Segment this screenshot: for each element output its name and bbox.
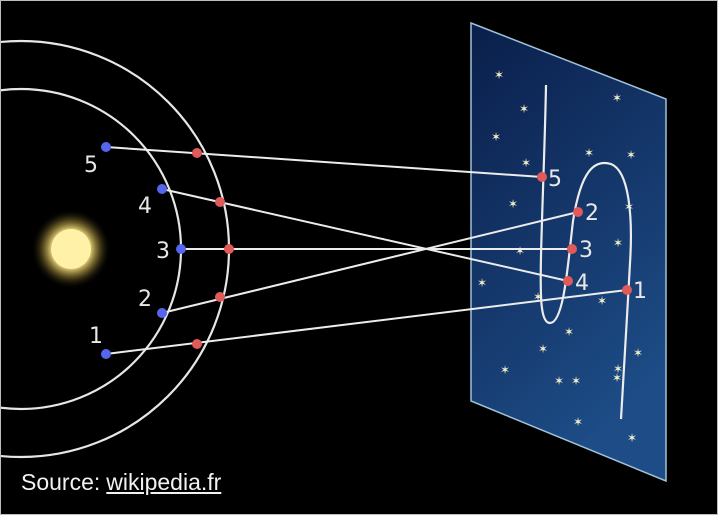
star: ✶ [521, 156, 531, 170]
earth-label-5: 5 [84, 153, 98, 178]
sky-label-5: 5 [548, 167, 562, 192]
sight-line-5 [105, 146, 543, 178]
star: ✶ [491, 130, 501, 144]
sun [51, 229, 91, 269]
star: ✶ [477, 276, 487, 290]
star: ✶ [554, 374, 564, 388]
star: ✶ [627, 431, 637, 445]
star: ✶ [633, 346, 643, 360]
source-link[interactable]: wikipedia.fr [106, 468, 222, 495]
sky-label-4: 4 [575, 271, 589, 296]
planet-point-4 [215, 197, 225, 207]
star: ✶ [571, 374, 581, 388]
sky-label-3: 3 [579, 238, 593, 263]
star: ✶ [597, 294, 607, 308]
sight-line-4 [161, 188, 569, 282]
earth-label-2: 2 [138, 287, 152, 312]
star: ✶ [538, 342, 548, 356]
earth-positions [101, 142, 186, 359]
earth-label-3: 3 [156, 239, 170, 264]
source-caption: Source: wikipedia.fr [9, 459, 271, 505]
planet-point-2 [215, 292, 225, 302]
sky-label-2: 2 [585, 201, 599, 226]
star: ✶ [613, 236, 623, 250]
star: ✶ [613, 362, 623, 376]
star: ✶ [533, 290, 543, 304]
sky-point-1 [622, 285, 632, 295]
earth-point-4 [157, 184, 167, 194]
star: ✶ [612, 91, 622, 105]
sky-positions [537, 172, 632, 295]
earth-label-1: 1 [89, 324, 103, 349]
planet-positions [192, 148, 234, 349]
star: ✶ [564, 325, 574, 339]
earth-point-2 [157, 308, 167, 318]
earth-point-3 [176, 244, 186, 254]
star: ✶ [573, 415, 583, 429]
sight-line-2 [161, 211, 579, 314]
star-field: ✶ ✶ ✶ ✶ ✶ ✶ ✶ ✶ ✶ ✶ ✶ ✶ ✶ ✶ ✶ ✶ ✶ ✶ ✶ ✶ … [477, 68, 643, 445]
earth-point-5 [101, 142, 111, 152]
planet-point-1 [192, 339, 202, 349]
sky-point-2 [573, 207, 583, 217]
planet-point-5 [192, 148, 202, 158]
apparent-path [539, 84, 632, 420]
star: ✶ [626, 148, 636, 162]
star: ✶ [612, 371, 622, 385]
star: ✶ [494, 68, 504, 82]
earth-label-4: 4 [138, 194, 152, 219]
star: ✶ [515, 244, 525, 258]
star: ✶ [508, 197, 518, 211]
sky-point-5 [537, 172, 547, 182]
source-prefix: Source: [21, 468, 101, 495]
planet-point-3 [224, 244, 234, 254]
star: ✶ [584, 146, 594, 160]
sky-label-1: 1 [633, 279, 647, 304]
star: ✶ [519, 102, 529, 116]
earth-point-1 [101, 349, 111, 359]
star: ✶ [500, 363, 510, 377]
sky-point-3 [567, 244, 577, 254]
sky-point-4 [563, 276, 573, 286]
